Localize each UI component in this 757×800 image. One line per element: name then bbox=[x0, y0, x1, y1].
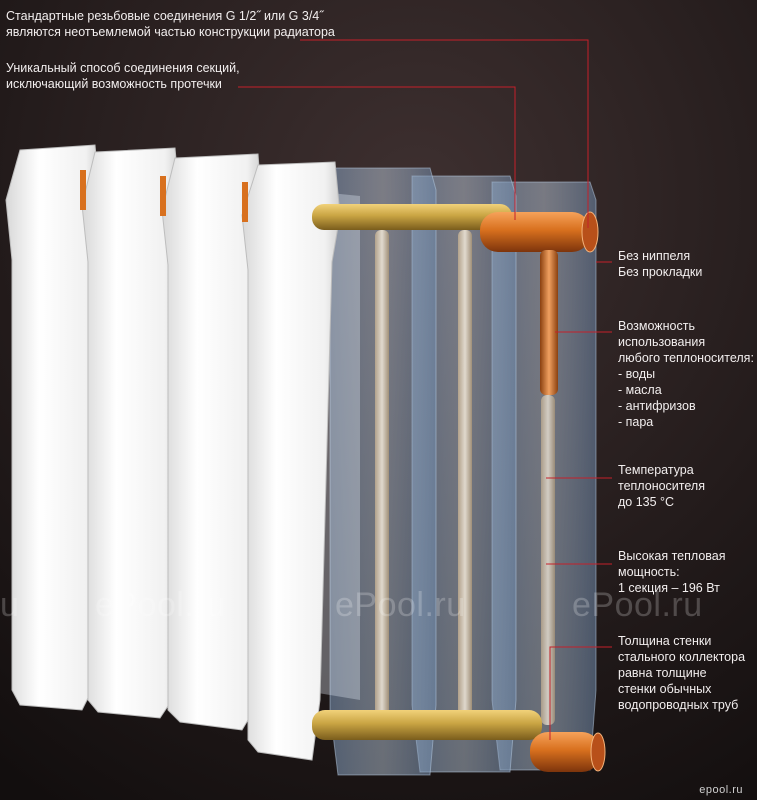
brand-logo: epool.ru bbox=[699, 784, 743, 796]
wall-thickness-callout: Толщина стенки стального коллектора равн… bbox=[618, 633, 745, 713]
callout-line: - воды bbox=[618, 367, 656, 381]
callout-line: стального коллектора bbox=[618, 650, 746, 664]
callout-line: Уникальный способ соединения секций, bbox=[6, 61, 240, 75]
no-nipple-callout: Без ниппеля Без прокладки bbox=[618, 248, 702, 280]
callout-line: Стандартные резьбовые соединения G 1/2˝ … bbox=[6, 9, 324, 23]
callout-line: мощность: bbox=[618, 565, 680, 579]
threaded-fitting bbox=[480, 212, 590, 252]
watermark: ePool.ru bbox=[95, 586, 226, 624]
callout-line: - масла bbox=[618, 383, 662, 397]
joint-ring bbox=[242, 182, 248, 222]
callout-line: Без ниппеля bbox=[618, 249, 691, 263]
temperature-callout: Температура теплоносителя до 135 °С bbox=[618, 462, 705, 510]
callout-line: использования bbox=[618, 335, 706, 349]
leader-lines bbox=[238, 39, 612, 740]
callout-line: Возможность bbox=[618, 319, 695, 333]
callout-line: Без прокладки bbox=[618, 265, 703, 279]
callout-line: 1 секция – 196 Вт bbox=[618, 581, 720, 595]
callout-line: водопроводных труб bbox=[618, 698, 739, 712]
callout-line: до 135 °С bbox=[618, 495, 675, 509]
callout-line: равна толщине bbox=[618, 666, 707, 680]
bottom-collector bbox=[312, 710, 606, 772]
watermark: u bbox=[0, 586, 20, 624]
steel-riser bbox=[540, 250, 558, 395]
callout-line: являются неотъемлемой частью конструкции… bbox=[6, 25, 335, 39]
top-collector bbox=[312, 204, 599, 395]
callout-line: Температура bbox=[618, 463, 694, 477]
callout-line: теплоносителя bbox=[618, 479, 705, 493]
threaded-connection-callout: Стандартные резьбовые соединения G 1/2˝ … bbox=[6, 8, 335, 40]
callout-line: - пара bbox=[618, 415, 654, 429]
callout-line: исключающий возможность протечки bbox=[6, 77, 222, 91]
white-sections bbox=[5, 144, 341, 761]
callout-line: Высокая тепловая bbox=[618, 549, 726, 563]
callout-line: - антифризов bbox=[618, 399, 696, 413]
callout-line: Толщина стенки bbox=[618, 634, 712, 648]
coolant-callout: Возможность использования любого теплоно… bbox=[618, 318, 754, 430]
watermark: ePool.ru bbox=[572, 586, 703, 624]
heat-output-callout: Высокая тепловая мощность: 1 секция – 19… bbox=[618, 548, 726, 596]
section-joint-callout: Уникальный способ соединения секций, иск… bbox=[6, 60, 240, 92]
watermark: ePool.ru bbox=[335, 586, 466, 624]
callout-line: любого теплоносителя: bbox=[618, 351, 754, 365]
callout-line: стенки обычных bbox=[618, 682, 712, 696]
joint-ring bbox=[80, 170, 86, 210]
joint-ring bbox=[160, 176, 166, 216]
